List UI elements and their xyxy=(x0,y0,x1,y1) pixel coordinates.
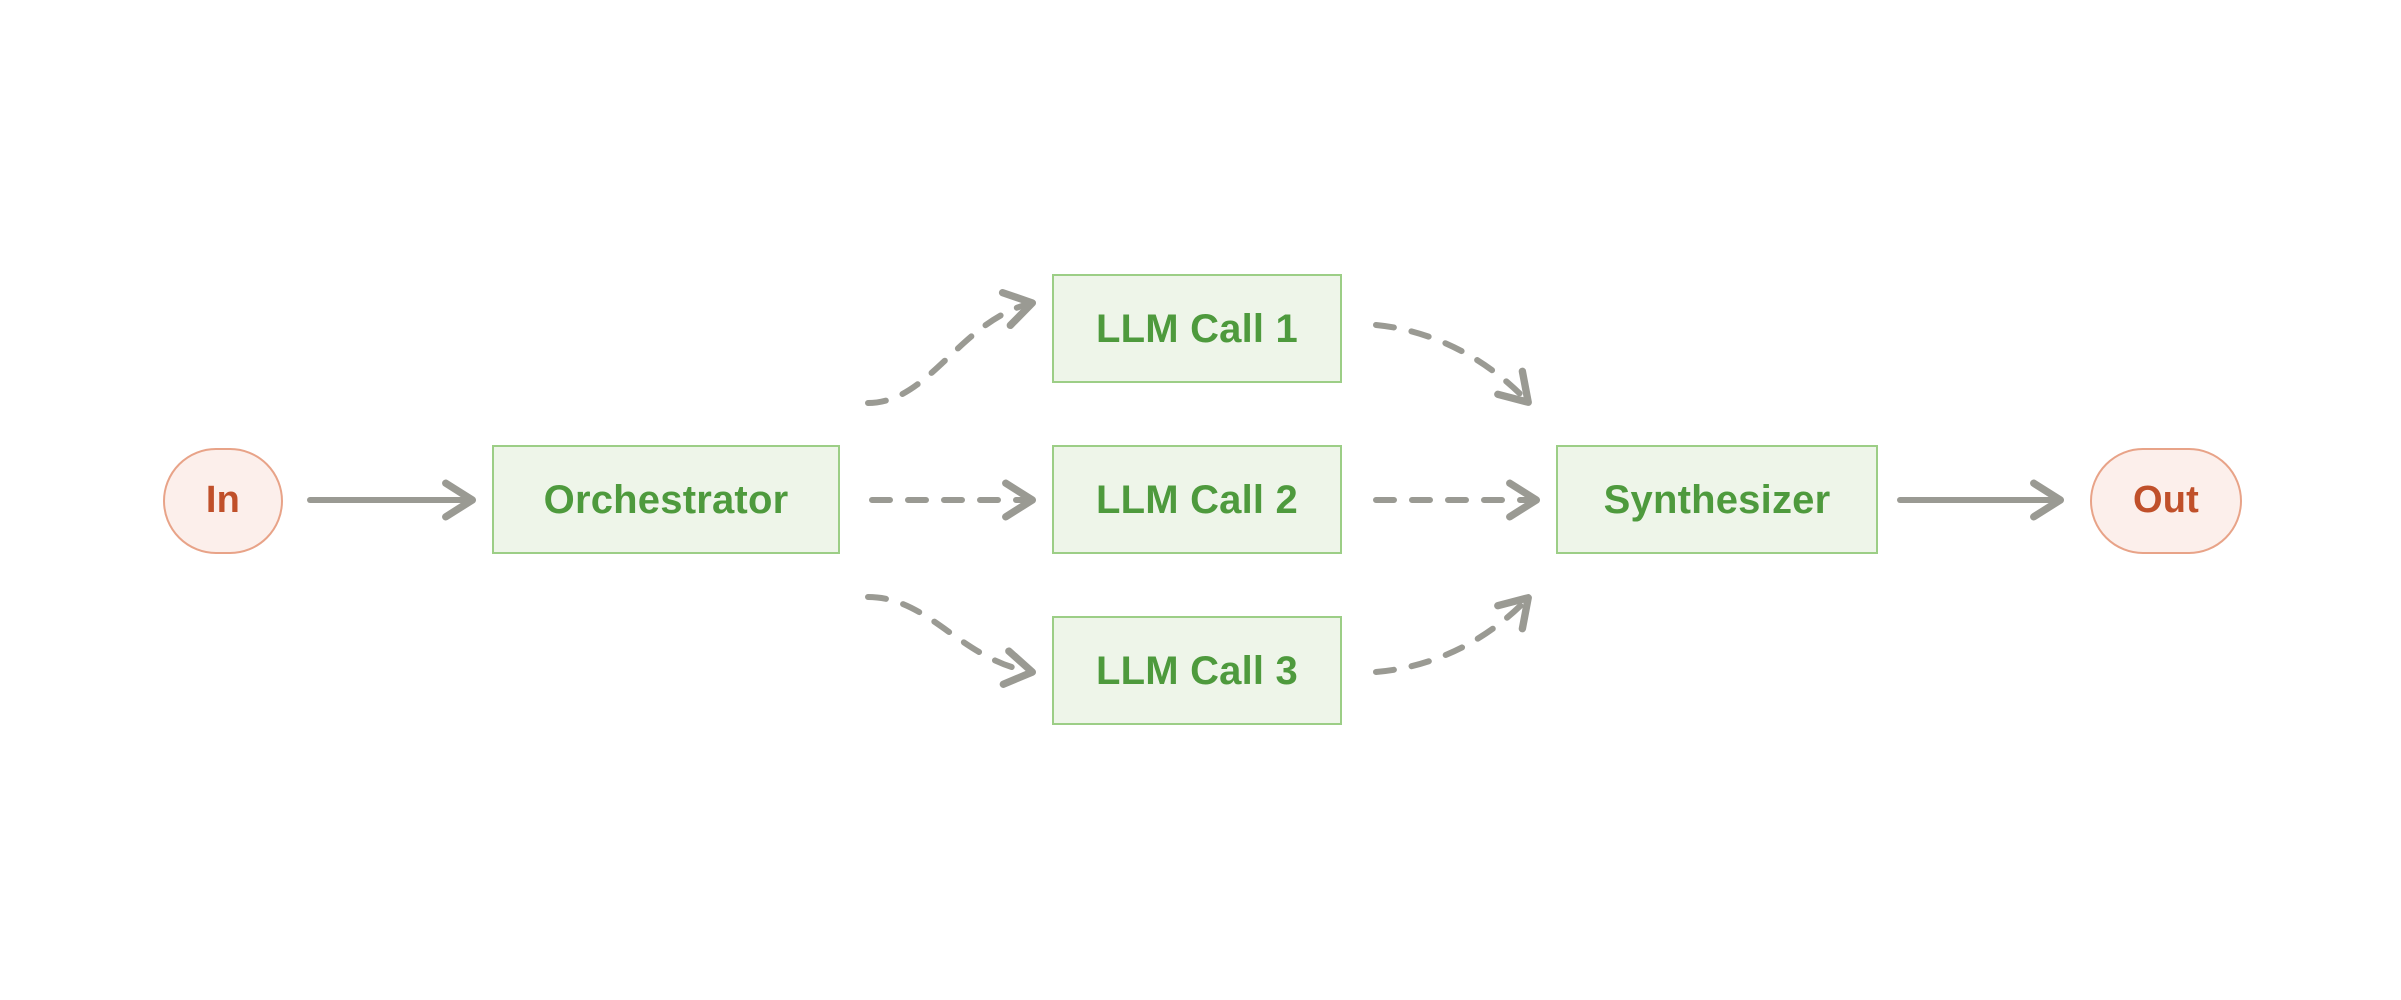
node-in-label: In xyxy=(205,479,241,522)
node-out-label: Out xyxy=(2132,479,2200,522)
node-orchestrator-label: Orchestrator xyxy=(543,477,789,522)
node-llm-call-3-label: LLM Call 3 xyxy=(1095,648,1299,693)
node-llm-call-3[interactable]: LLM Call 3 xyxy=(1052,616,1342,725)
edge-orchestrator-to-llm3 xyxy=(865,594,1037,688)
node-llm-call-1[interactable]: LLM Call 1 xyxy=(1052,274,1342,383)
edge-llm1-to-synthesizer xyxy=(1373,322,1532,406)
edge-orchestrator-to-llm1 xyxy=(865,289,1037,406)
node-synthesizer-label: Synthesizer xyxy=(1603,477,1831,522)
node-llm-call-1-label: LLM Call 1 xyxy=(1095,306,1299,351)
node-orchestrator[interactable]: Orchestrator xyxy=(492,445,840,554)
edge-llm3-to-synthesizer xyxy=(1373,594,1532,675)
node-in[interactable]: In xyxy=(163,448,283,554)
node-llm-call-2-label: LLM Call 2 xyxy=(1095,477,1299,522)
node-out[interactable]: Out xyxy=(2090,448,2242,554)
node-synthesizer[interactable]: Synthesizer xyxy=(1556,445,1878,554)
node-llm-call-2[interactable]: LLM Call 2 xyxy=(1052,445,1342,554)
